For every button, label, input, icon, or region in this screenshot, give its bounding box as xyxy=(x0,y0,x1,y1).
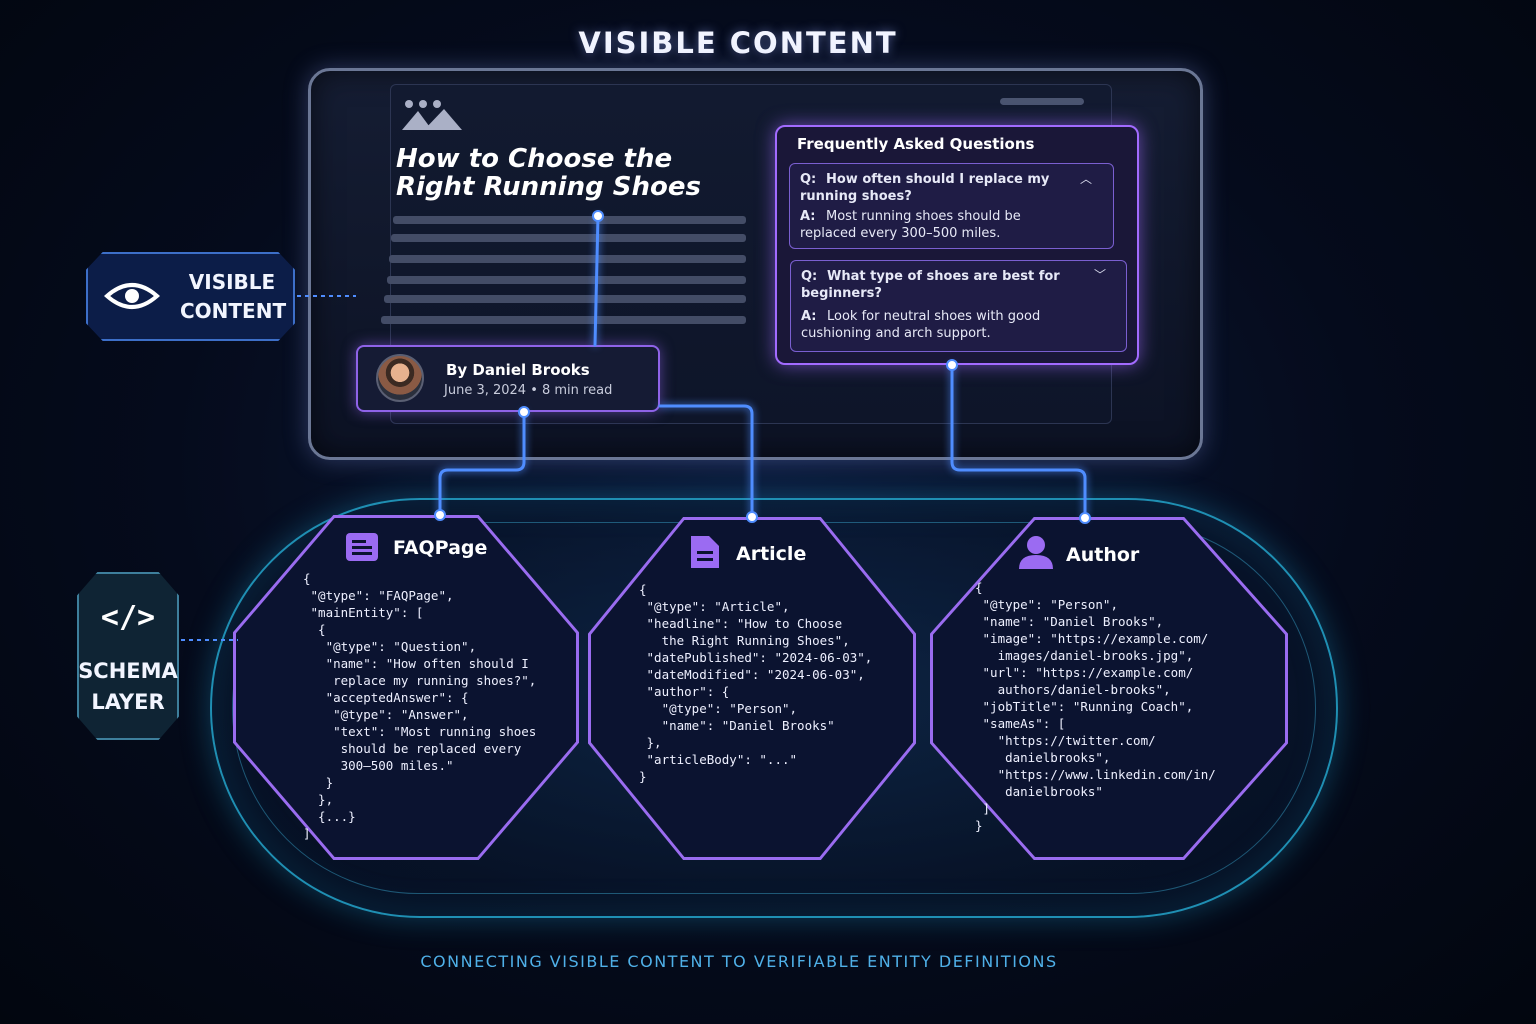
person-icon xyxy=(1019,536,1053,569)
article-meta: June 3, 2024 • 8 min read xyxy=(444,383,613,398)
article-card-title: Article xyxy=(736,543,807,565)
faq-title: Frequently Asked Questions xyxy=(797,135,1035,153)
chevron-up-icon[interactable]: ︿ xyxy=(1080,172,1093,186)
visible-content-label: VISIBLE CONTENT xyxy=(180,270,287,323)
faq-question: Q:How often should I replace my running … xyxy=(800,172,1050,204)
text-line xyxy=(393,216,746,224)
faq-question: Q:What type of shoes are best for beginn… xyxy=(801,269,1060,301)
page-title: VISIBLE CONTENT xyxy=(578,26,898,60)
eye-icon xyxy=(104,283,160,309)
code-icon: </> xyxy=(100,600,156,635)
author-json-code: { "@type": "Person", "name": "Daniel Bro… xyxy=(975,580,1216,833)
schema-layer-label: SCHEMA LAYER xyxy=(78,659,178,714)
address-bar xyxy=(1000,98,1084,105)
faq-item[interactable] xyxy=(790,260,1127,352)
visible-content-badge xyxy=(86,252,295,341)
faq-answer: A:Most running shoes should be replaced … xyxy=(800,209,1021,241)
page-subtitle: CONNECTING VISIBLE CONTENT TO VERIFIABLE… xyxy=(420,952,1058,971)
author-name: By Daniel Brooks xyxy=(446,361,590,379)
faq-list-icon xyxy=(346,533,378,561)
document-icon xyxy=(691,536,719,568)
text-line xyxy=(389,255,746,263)
author-card xyxy=(933,520,1285,857)
faq-item[interactable] xyxy=(789,163,1114,249)
faqpage-card xyxy=(236,518,576,857)
article-title: How to Choose the Right Running Shoes xyxy=(396,144,701,202)
schema-layer-badge xyxy=(77,572,179,740)
faqpage-json-code: { "@type": "FAQPage", "mainEntity": [ { … xyxy=(303,571,537,841)
text-line xyxy=(391,234,746,242)
text-line xyxy=(381,316,746,324)
article-card xyxy=(591,520,913,857)
text-line xyxy=(387,276,746,284)
article-json-code: { "@type": "Article", "headline": "How t… xyxy=(639,582,873,784)
text-line xyxy=(384,295,746,303)
faqpage-card-title: FAQPage xyxy=(393,537,488,559)
chevron-down-icon[interactable]: ﹀ xyxy=(1094,268,1107,282)
faq-answer: A:Look for neutral shoes with good cushi… xyxy=(801,309,1041,341)
author-card-title: Author xyxy=(1066,544,1140,566)
avatar xyxy=(376,354,424,402)
